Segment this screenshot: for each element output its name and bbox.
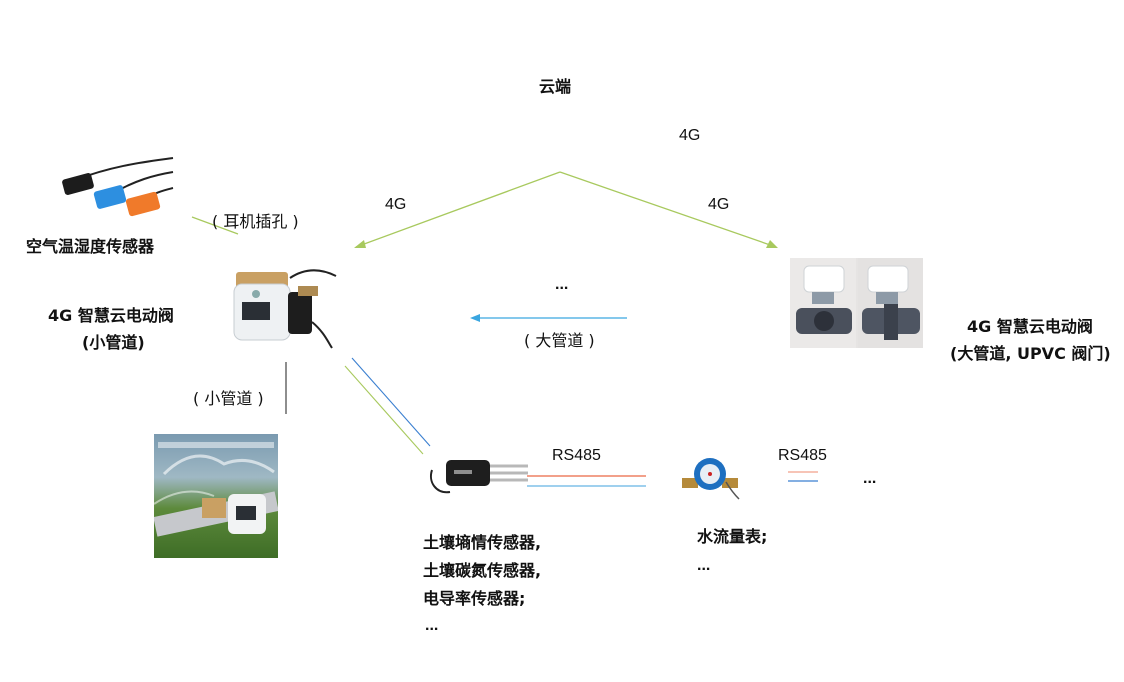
cloud-to-big-valve-line: [559, 171, 777, 248]
cloud-label: 云端: [539, 77, 572, 96]
cloud-to-small-valve-line: [355, 171, 561, 248]
small-valve-image: [233, 269, 337, 349]
soil-label-line4: ...: [425, 617, 439, 634]
valve-to-soil-green: [344, 365, 424, 455]
top-4g-label: 4G: [679, 127, 701, 144]
soil-label-line1: 土壤墒情传感器,: [423, 533, 542, 552]
soil-sensor-image: [430, 460, 528, 494]
small-valve-label-line2: (小管道): [82, 333, 145, 352]
flow-label-line2: ...: [697, 557, 711, 574]
ellipsis-mid: ...: [555, 276, 569, 293]
flow-meter-image: [682, 458, 740, 500]
arrow-head-left: [354, 240, 366, 248]
arrow-head-right: [766, 240, 778, 248]
soil-label-line3: 电导率传感器;: [423, 589, 526, 608]
rs485-a-label: RS485: [552, 447, 601, 464]
earphone-jack-line: [191, 216, 239, 235]
big-valve-label-line1: 4G 智慧云电动阀: [967, 317, 1093, 336]
big-valve-label-line2: (大管道, UPVC 阀门): [950, 344, 1111, 363]
big-pipe-label: ( 大管道 ): [524, 331, 595, 350]
valve-to-soil-blue: [351, 357, 431, 447]
air-sensor-image: [62, 157, 174, 217]
right-4g-label: 4G: [708, 196, 730, 213]
rs485-b-label: RS485: [778, 447, 827, 464]
earphone-jack-label: ( 耳机插孔 ): [212, 212, 299, 231]
small-pipe-label: ( 小管道 ): [193, 389, 264, 408]
air-sensor-label: 空气温湿度传感器: [26, 237, 155, 256]
ellipsis-end: ...: [863, 470, 877, 487]
irrigation-image: [154, 434, 278, 558]
left-4g-label: 4G: [385, 196, 407, 213]
flow-label-line1: 水流量表;: [697, 527, 768, 546]
soil-label-line2: 土壤碳氮传感器,: [423, 561, 542, 580]
big-valve-image: [790, 258, 923, 348]
arrow-head-blue: [470, 314, 480, 322]
small-valve-label-line1: 4G 智慧云电动阀: [48, 306, 174, 325]
